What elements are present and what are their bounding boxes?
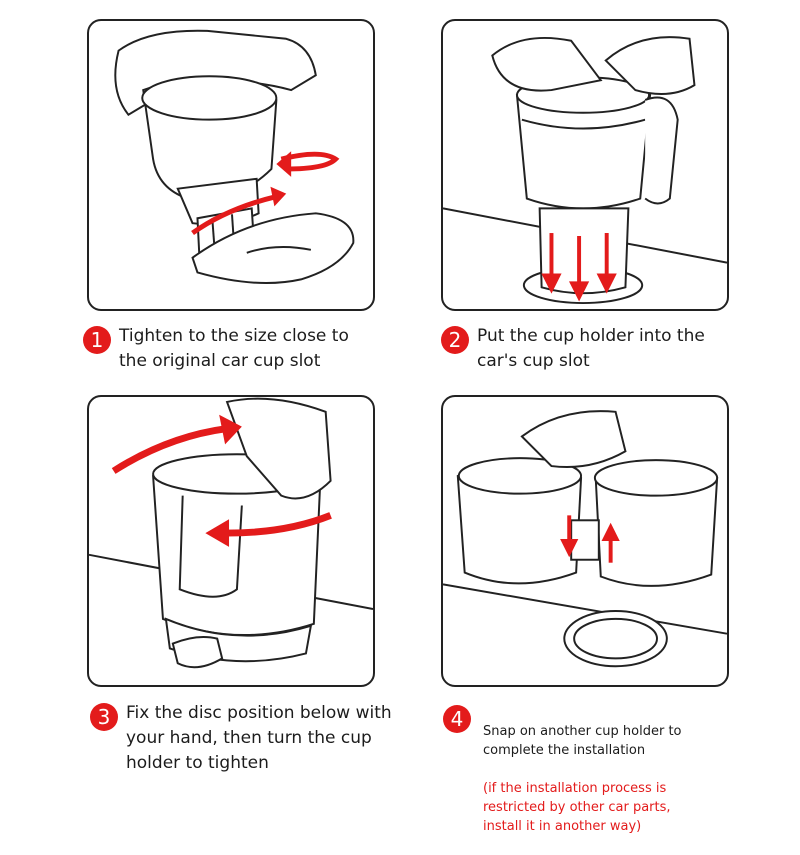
step-2-text: Put the cup holder into the car's cup sl… [477,326,705,371]
step-1-text: Tighten to the size close to the origina… [119,326,349,371]
step-4-note: (if the installation process is restrict… [483,781,671,834]
step-1-instruction: 1 Tighten to the size close to the origi… [83,324,349,374]
cup-holder-twist-illustration [114,29,355,285]
cup-holder-snap-illustration [443,410,727,668]
step-number-badge: 1 [83,326,111,354]
step-4-text-block: Snap on another cup holder to complete t… [483,703,682,855]
step-number-badge: 3 [90,703,118,731]
step-2-illustration [441,19,729,311]
cup-holder-insert-illustration [443,36,727,305]
step-1-illustration [87,19,375,311]
step-4-illustration [441,395,729,687]
step-3-illustration [87,395,375,687]
cup-holder-tighten-illustration [89,397,373,669]
step-3-text: Fix the disc position below with your ha… [126,703,392,773]
step-3-instruction: 3 Fix the disc position below with your … [90,701,392,776]
step-number-badge: 2 [441,326,469,354]
step-4-text: Snap on another cup holder to complete t… [483,724,682,758]
step-2-instruction: 2 Put the cup holder into the car's cup … [441,324,705,374]
step-number-badge: 4 [443,705,471,733]
step-4-instruction: 4 Snap on another cup holder to complete… [443,703,682,855]
